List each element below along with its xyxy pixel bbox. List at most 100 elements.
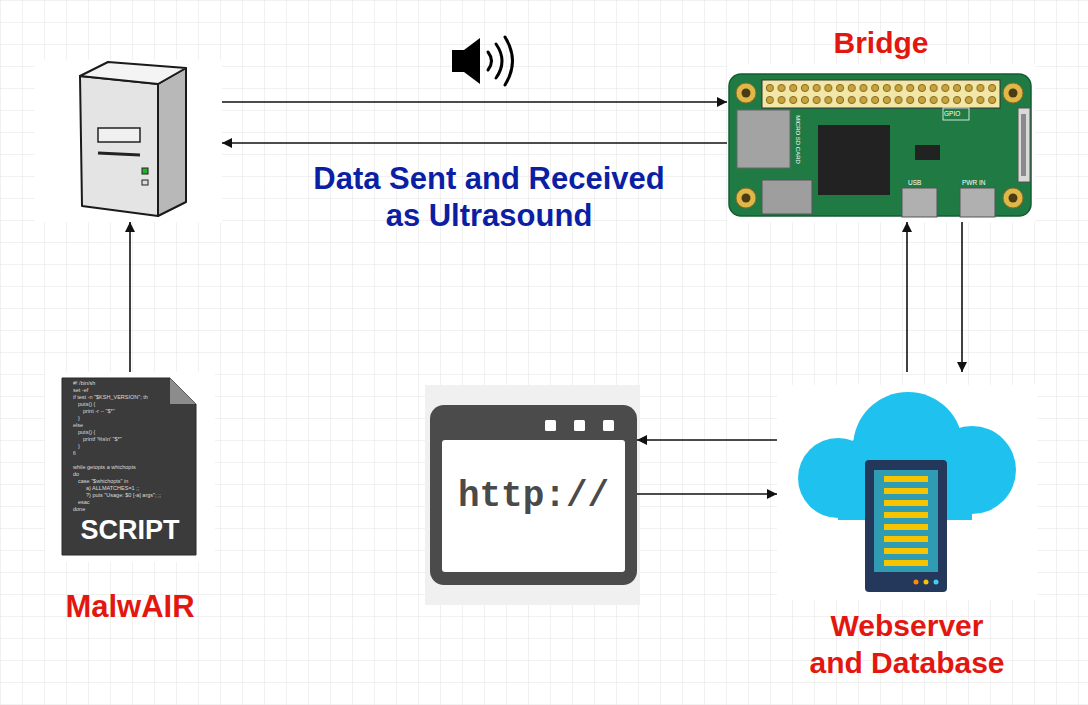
computer-icon-node [35,62,222,222]
board-marking: USB [908,179,921,187]
script-icon [45,372,215,562]
arrow-connector [637,493,777,495]
raspberry-pi-board [727,64,1035,222]
computer-icon [35,60,222,222]
code-line: else [73,422,83,429]
code-line: done [73,506,85,513]
board-marking: GPIO [944,110,960,118]
raspberry-pi-board-part [1009,194,1018,203]
computer-icon-part [80,62,186,84]
raspberry-pi-board-part [1021,114,1026,176]
board-marking: PWR IN [962,179,985,187]
raspberry-pi-board-part [1018,108,1030,182]
arrow-connector [222,101,727,103]
node-title: Bridge [727,25,1035,61]
computer-icon-part [98,128,140,142]
edge-label: Data Sent and Received as Ultrasound [303,160,675,234]
cloud-server-icon-part [884,536,928,542]
raspberry-pi-board-part [742,194,751,203]
arrow-connector [222,142,727,144]
raspberry-pi-board-part [764,82,998,106]
code-line: puts() { [78,401,95,408]
code-line: esac [78,499,90,506]
speaker-icon-part [452,50,464,72]
cloud-server-icon [777,385,1037,600]
raspberry-pi-board-part [736,83,756,103]
raspberry-pi-board-part [943,108,969,120]
cloud-server-icon-part [884,560,928,566]
speaker-icon-part [488,52,492,70]
raspberry-pi-board-part [1003,83,1023,103]
browser-icon-part [430,405,637,585]
cloud-server-icon-part [934,580,939,585]
script-icon-part [170,378,196,404]
computer-icon-part [142,180,148,185]
arrow-connector [637,439,777,441]
script-icon-part [45,372,215,562]
script-node: SCRIPT MalwAIR [45,372,215,628]
raspberry-pi-board-part [818,125,890,195]
cloud-server-icon-part [884,548,928,554]
code-line: printf '%s\n' "$*" [83,436,122,443]
raspberry-pi-board-part [742,89,751,98]
raspberry-pi-board-part [960,188,995,217]
code-line: set -ef [73,387,88,394]
cloud-server-icon-part [884,512,928,518]
code-line: } [78,415,80,422]
code-line: while getopts a whichopts [73,464,136,471]
cloud-server-icon-part [884,524,928,530]
raspberry-pi-board-part [902,188,937,217]
arrow-connector [129,222,131,372]
raspberry-pi-board-part [915,145,940,160]
raspberry-pi-board-part [727,64,1035,222]
code-line: if test -n "$KSH_VERSION"; th [73,394,148,401]
browser-icon-part [603,420,614,431]
raspberry-pi-board-part [762,180,812,214]
speaker-icon-part [464,38,480,84]
bridge-board-node: Bridge [727,25,1035,222]
code-line: ?) puts "Usage: $0 [-a] args"; ;; [86,492,161,499]
arrow-connector [906,222,908,372]
code-line: a) ALLMATCHES=1 ;; [86,485,139,492]
raspberry-pi-board-part [729,74,1031,216]
webserver-node: Webserver and Database [777,372,1037,683]
code-line: case "$whichopts" in [78,478,128,485]
speaker-icon [452,37,513,85]
node-title: Webserver and Database [804,607,1010,681]
cloud-server-icon-part [914,580,919,585]
code-line: } [78,443,80,450]
browser-icon-part [545,420,556,431]
computer-icon-part [142,168,148,174]
node-title: http:// [430,475,637,519]
raspberry-pi-board-part [1009,89,1018,98]
cloud-server-icon-part [884,476,928,482]
raspberry-pi-board-part [1003,188,1023,208]
connector-group [130,102,962,494]
speaker-icon-part [505,37,513,85]
board-marking: MICRO SD CARD [794,115,801,165]
cloud-server-icon-part [884,488,928,494]
raspberry-pi-board-part [762,80,1000,108]
computer-icon-part [98,153,140,155]
code-line: print -r -- "$*" [83,408,115,415]
cloud-server-icon-part [865,460,947,592]
computer-icon-part [158,68,186,216]
code-line: #! /bin/sh [73,380,95,387]
speaker-icon-part [496,44,502,78]
node-caption: MalwAIR [45,588,215,626]
cloud-server-icon-part [777,385,1037,600]
code-line: do [73,471,79,478]
browser-node: http:// [430,405,637,585]
code-line: puts() { [78,429,95,436]
raspberry-pi-board-part [736,188,756,208]
cloud-server-icon-part [874,470,938,572]
browser-icon [425,385,640,605]
node-title: SCRIPT [45,514,215,546]
browser-icon-part [574,420,585,431]
